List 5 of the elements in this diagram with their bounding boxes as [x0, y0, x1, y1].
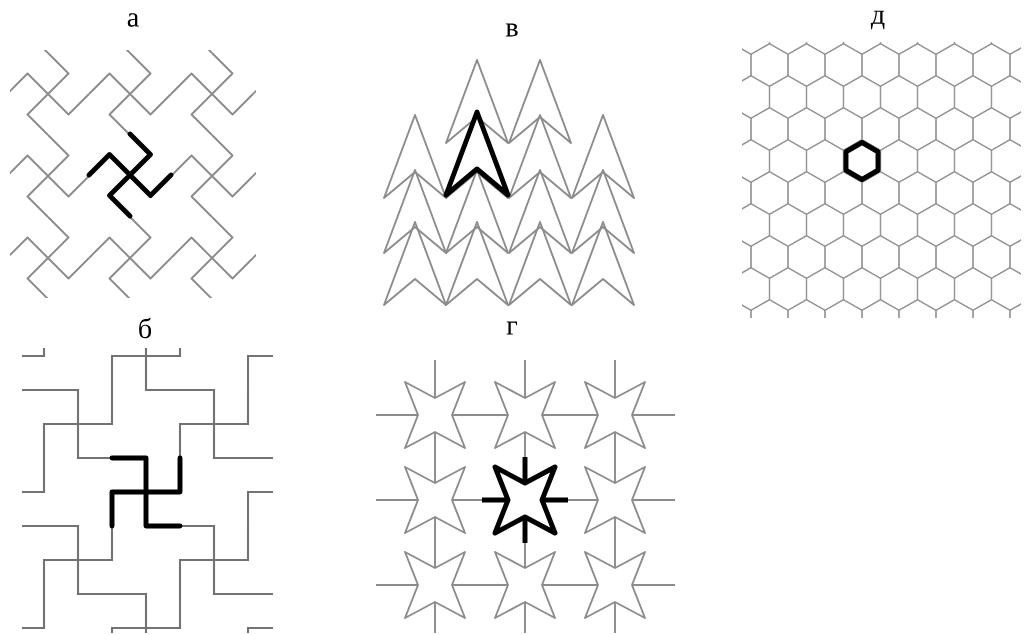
- panel-label: д: [870, 10, 885, 30]
- panel-label: в: [505, 23, 518, 37]
- panel-label: а: [127, 13, 139, 27]
- panel-label: г: [506, 321, 518, 335]
- panel-label: б: [139, 317, 152, 339]
